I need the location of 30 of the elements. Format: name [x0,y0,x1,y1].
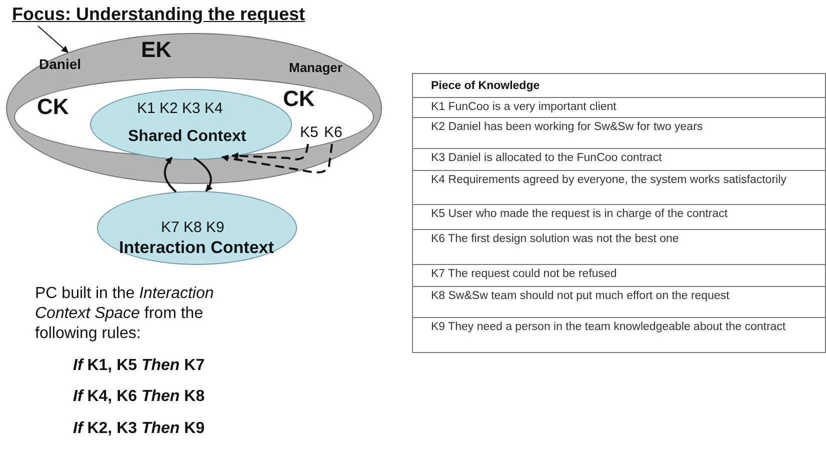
region-label: Interaction Context [119,238,274,258]
leader-line [38,26,69,53]
region-label: K1 K2 K3 K4 [137,100,223,117]
curved-arrow [164,156,177,193]
rule-text: If K1, K5 Then K7 [73,357,205,375]
knowledge-label: K6 [324,124,344,144]
region-label: K7 K8 K9 [161,219,224,236]
rule-text: If K2, K3 Then K9 [73,420,205,438]
rule-text: If K4, K6 Then K8 [73,388,205,406]
knowledge-label: K5 [300,124,320,144]
table-cell: K8 Sw&Sw team should not put much effort on the request [413,287,825,318]
rules-intro-text: PC built in the Interaction Context Space from the following rules: [35,284,215,344]
region-label: CK [37,94,69,120]
dashed-arrow [231,144,309,160]
region-label: Daniel [39,56,82,72]
table-cell: K2 Daniel has been working for Sw&Sw for two years [413,118,825,149]
title: Focus: Understanding the request [12,4,306,25]
region-label: Shared Context [128,128,246,146]
table-cell: K4 Requirements agreed by everyone, the system works satisfactorily [413,171,825,205]
table-header-cell: Piece of Knowledge [413,74,825,98]
curved-arrow [193,157,213,192]
region-label: CK [283,86,315,112]
table-cell: K7 The request could not be refused [413,265,825,287]
table-cell: K3 Daniel is allocated to the FunCoo contract [413,149,825,171]
region-label: Manager [289,60,342,75]
table-cell: K1 FunCoo is a very important client [413,98,825,118]
table-cell: K9 They need a person in the team knowledgeable about the contract [413,318,825,353]
table-cell: K5 User who made the request is in charge of the contract [413,205,825,230]
table-cell: K6 The first design solution was not the best one [413,230,825,265]
region-label: EK [141,37,172,63]
